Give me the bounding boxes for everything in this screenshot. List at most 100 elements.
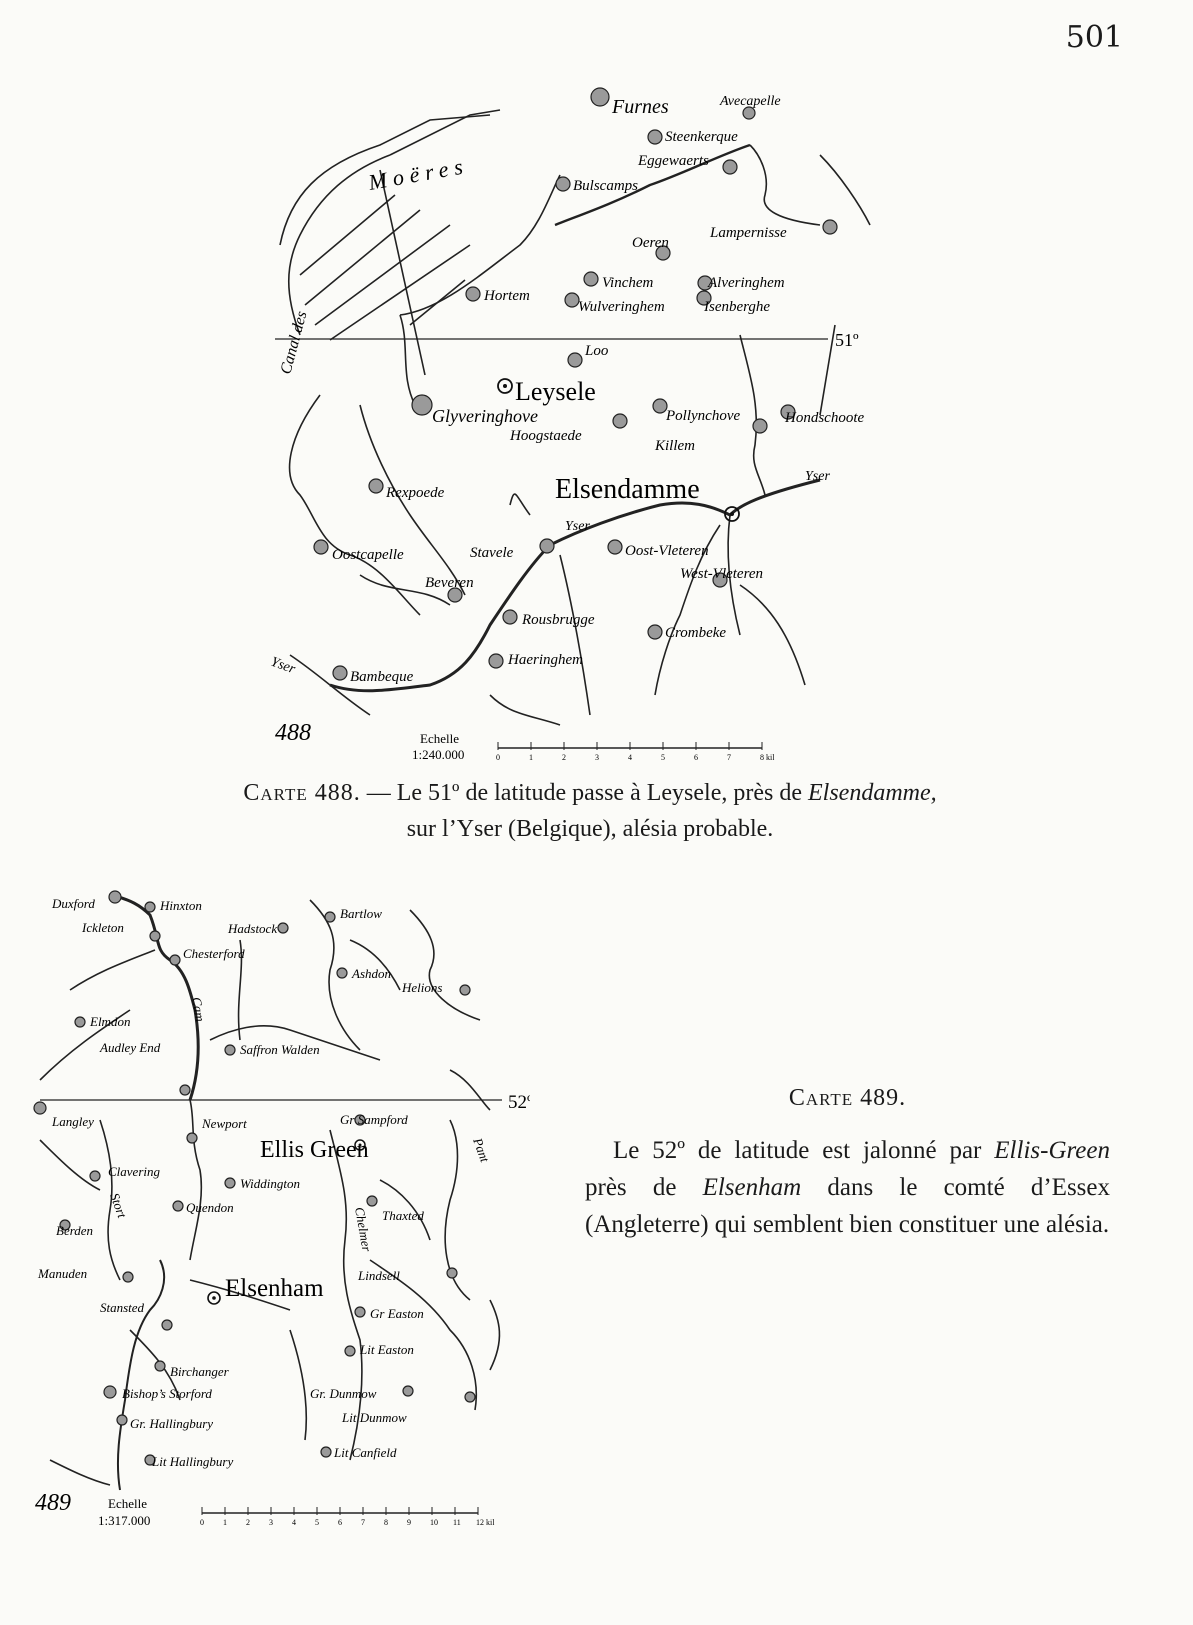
map489-place-label-lit-hallingbury: Lit Hallingbury — [151, 1454, 233, 1469]
map488-place-label-west-vleteren: West-Vleteren — [680, 566, 763, 582]
map488-place-label-bulscamps: Bulscamps — [573, 178, 638, 194]
map488-place-marker-alveringhem — [697, 275, 713, 291]
map488-place-marker-wulveringhem — [564, 292, 580, 308]
map489-place-gr-dunmow: Gr. Dunmow — [310, 1385, 414, 1401]
map488-scale-tick-label: 8 kil — [760, 753, 775, 762]
map489-place-lit-canfield: Lit Canfield — [320, 1445, 397, 1460]
map489-scale-tick-label: 5 — [315, 1518, 319, 1527]
map488-place-label-vinchem: Vinchem — [602, 275, 654, 291]
map488-place-label-hoogstaede: Hoogstaede — [509, 428, 582, 444]
map489-scale-tick-label: 0 — [200, 1518, 204, 1527]
map489-place-marker-lit-easton — [344, 1345, 356, 1357]
map488-place-label-alveringhem: Alveringhem — [707, 275, 785, 291]
map489-place-gr-easton: Gr Easton — [354, 1306, 424, 1321]
map488-place-marker-furnes — [590, 87, 610, 107]
map489-place-marker-ashdon — [336, 967, 348, 979]
map489-place-marker-manuden — [122, 1271, 134, 1283]
map488-place-label-avecapelle: Avecapelle — [719, 94, 781, 109]
map489-place-marker-elmdon — [74, 1016, 86, 1028]
river-label-chelmer: Chelmer — [352, 1206, 375, 1254]
place-elsenham: Elsenham — [207, 1275, 324, 1305]
map488-place-marker-oostcapelle — [313, 539, 329, 555]
map489-place-label-langley: Langley — [51, 1114, 94, 1129]
map488-place-marker-hondschoote — [780, 404, 796, 420]
map489-place-langley: Langley — [33, 1101, 94, 1129]
map488-place-marker-hoogstaede — [612, 413, 628, 429]
place-leysele-label: Leysele — [515, 377, 596, 406]
map489-place-gr-sampford: Gr Sampford — [340, 1112, 408, 1127]
map489-place-marker-stansted — [161, 1319, 173, 1331]
map489-place-label-quendon: Quendon — [186, 1200, 234, 1215]
map489-place-duxford: Duxford — [51, 890, 122, 911]
map489-place-marker-gr-dunmow — [402, 1385, 414, 1397]
map489-place-marker-chesterford — [169, 954, 181, 966]
map488-place-marker-oost-vleteren — [607, 539, 623, 555]
map489-scale-tick-label: 9 — [407, 1518, 411, 1527]
map489-place-label-widdington: Widdington — [240, 1176, 300, 1191]
map489-place-marker-quendon — [172, 1200, 184, 1212]
map488-place-label-rousbrugge: Rousbrugge — [521, 612, 595, 628]
map489-place-label-ickleton: Ickleton — [81, 920, 124, 935]
map488-place-bambeque: Bambeque — [332, 665, 414, 685]
map489-place-marker-birchanger — [154, 1360, 166, 1372]
map488-place-label-loo: Loo — [584, 343, 609, 359]
map489-scale-tick-label: 1 — [223, 1518, 227, 1527]
map489-place-label-lit-canfield: Lit Canfield — [333, 1445, 397, 1460]
caption-489-text-c: dans le comté d’Essex (Angleterre) qui s… — [585, 1174, 1110, 1238]
map489-place-lit-hallingbury: Lit Hallingbury — [144, 1454, 233, 1469]
map489-scale-tick-label: 10 — [430, 1518, 438, 1527]
map489-place-label-clavering: Clavering — [108, 1164, 160, 1179]
map-488-number: 488 — [275, 720, 311, 746]
map488-place-avecapelle: Avecapelle — [719, 94, 781, 120]
map488-place-marker-rexpoede — [368, 478, 384, 494]
map488-place-label-isenberghe: Isenberghe — [703, 299, 770, 315]
map489-place-lit-dunmow: Lit Dunmow — [341, 1391, 476, 1425]
map488-place-oost-vleteren: Oost-Vleteren — [607, 539, 709, 559]
map489-place-hinxton: Hinxton — [144, 898, 202, 913]
map488-scale-tick-label: 3 — [595, 753, 599, 762]
map489-place-chesterford: Chesterford — [169, 946, 245, 966]
place-elsenham-label: Elsenham — [225, 1275, 324, 1302]
latitude-label-52: 52º — [508, 1092, 530, 1113]
map-488: 51º Moëres Canal des Yser Yser Yser Furn… — [269, 87, 871, 762]
map488-place-marker-vinchem — [583, 271, 599, 287]
map489-place-marker-bartlow — [324, 911, 336, 923]
map489-place-marker-thaxted — [366, 1195, 378, 1207]
river-label-yser-1: Yser — [805, 469, 830, 484]
map489-scale-tick-label: 11 — [453, 1518, 461, 1527]
map489-place-label-berden: Berden — [56, 1223, 93, 1238]
map488-place-hoogstaede: Hoogstaede — [509, 413, 628, 444]
map488-place-marker-pollynchove — [652, 398, 668, 414]
map488-place-marker-killem — [752, 418, 768, 434]
map489-place-marker-newport — [186, 1132, 198, 1144]
map488-place-west-vleteren: West-Vleteren — [680, 566, 763, 588]
map489-place-marker-audley-end — [179, 1084, 191, 1096]
map-488-scale: 1:240.000 — [412, 747, 464, 762]
map489-place-ashdon: Ashdon — [336, 966, 391, 981]
map488-place-vinchem: Vinchem — [583, 271, 654, 291]
map488-place-beveren: Beveren — [425, 575, 474, 603]
caption-489-place-ellis: Ellis-Green — [994, 1137, 1110, 1164]
map489-scale-tick-label: 4 — [292, 1518, 296, 1527]
map-489-scale-label: Echelle — [108, 1496, 147, 1511]
map489-place-label-ashdon: Ashdon — [351, 966, 391, 981]
map488-place-label-wulveringhem: Wulveringhem — [578, 299, 665, 315]
map489-place-label-newport: Newport — [201, 1116, 247, 1131]
map488-place-lampernisse: Lampernisse — [709, 219, 838, 241]
map489-place-bartlow: Bartlow — [324, 906, 382, 923]
caption-489-text-b: près de — [585, 1174, 703, 1201]
map488-place-killem: Killem — [654, 418, 768, 454]
map488-place-hortem: Hortem — [465, 286, 530, 304]
river-label-pant: Pant — [470, 1135, 493, 1165]
map489-place-marker-gr-hallingbury — [116, 1414, 128, 1426]
map488-place-marker-avecapelle — [742, 106, 756, 120]
map489-place-label-saffron-walden: Saffron Walden — [240, 1042, 320, 1057]
map488-place-loo: Loo — [567, 343, 609, 368]
map488-place-label-eggewaerts: Eggewaerts — [637, 153, 709, 169]
map489-place-label-bishop-s-storford: Bishop’s Storford — [122, 1386, 212, 1401]
map489-place-helions: Helions — [401, 980, 471, 996]
map489-place-hadstock: Hadstock — [227, 921, 289, 936]
map489-place-marker-gr-easton — [354, 1306, 366, 1318]
